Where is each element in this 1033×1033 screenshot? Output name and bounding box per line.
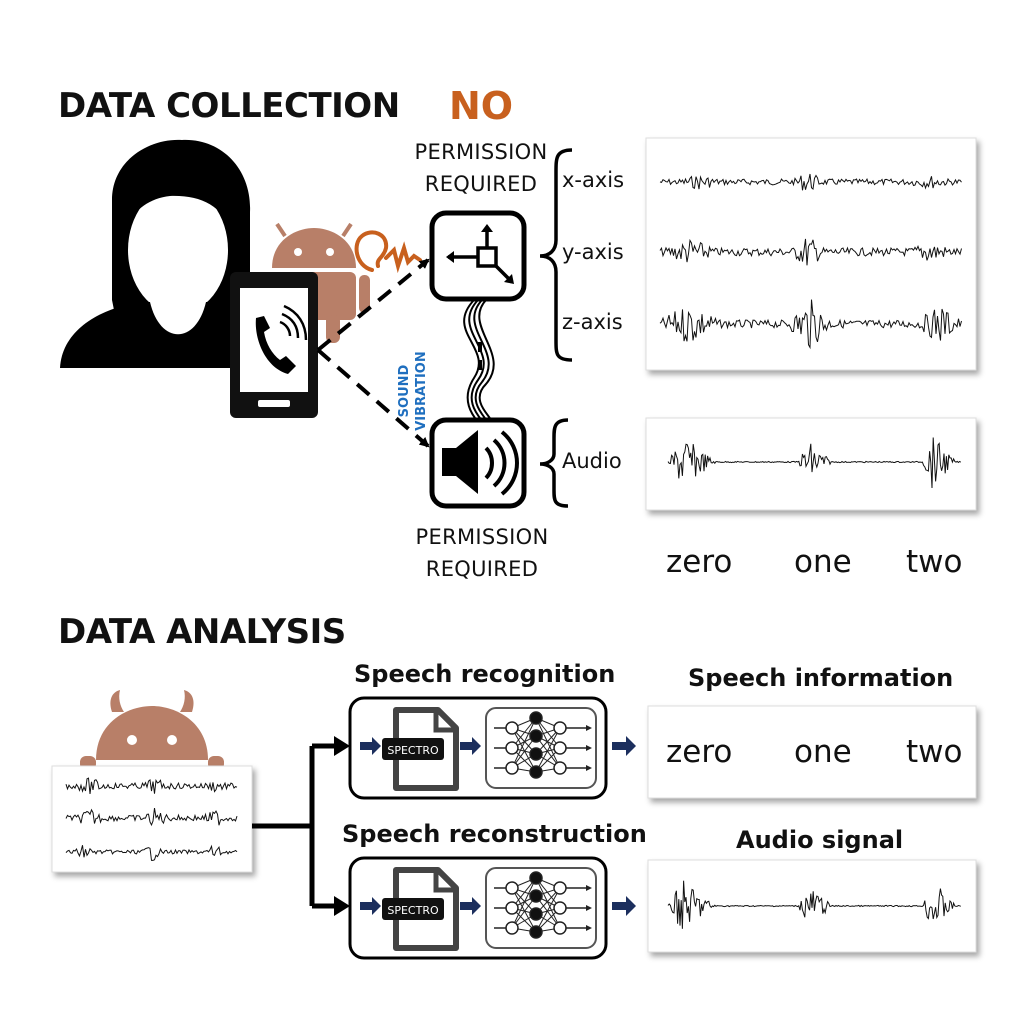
spectro-label: SPECTRO [387,904,439,917]
collected-wave-1 [65,777,238,794]
output-word-one: one [794,734,852,770]
pipeline-arrow [360,737,381,755]
bottom-permission-line-1: PERMISSION [415,525,549,549]
top-permission-line-1: PERMISSION [414,140,548,164]
collected-wave-3 [65,844,238,861]
z-axis-waveform [659,299,962,350]
top-permission-label: PERMISSION REQUIRED [410,136,552,200]
output-word-zero: zero [666,734,733,770]
collected-data-panel [51,765,253,873]
sound-vibration-line-1: SOUND [397,364,412,418]
data-collection-heading: DATA COLLECTION [58,86,400,126]
pipeline-arrow [460,897,481,915]
data-analysis-heading: DATA ANALYSIS [58,612,346,652]
audio-waveform [667,437,962,489]
x-axis-waveform [659,173,962,191]
ear-icon [354,230,422,274]
x-axis-label: x-axis [562,168,625,192]
audio-label: Audio [562,449,622,473]
arrow-head [334,896,350,916]
collected-waveforms [65,777,238,861]
audio-waveform-line [667,437,962,489]
spectro-label: SPECTRO [387,744,439,757]
pipeline-arrow [360,897,381,915]
neural-network-icon [485,707,597,789]
audio-signal-panel [645,417,977,511]
arrow-head [334,736,350,756]
z-axis-label: z-axis [562,310,623,334]
android-analysis-icon [80,690,224,770]
y-axis-waveform [659,238,962,266]
y-axis-label: y-axis [562,240,624,264]
pipeline-icons-reconstruction: SPECTRO [360,867,597,951]
bottom-permission-label: PERMISSION REQUIRED [408,521,556,585]
dashed-arrow-to-accelerometer [316,258,430,352]
audio-signal-title: Audio signal [736,826,904,854]
reconstructed-waveform-line [667,880,961,929]
speech-information-panel [647,705,977,799]
sound-vibration-wave [463,299,495,427]
arrow-to-speech-information [612,736,636,756]
sound-vibration-label: SOUND VIBRATION [396,351,430,431]
branch-arrows [252,743,336,909]
arrow-to-audio-signal [612,896,636,916]
spectrogram-file-icon: SPECTRO [382,867,459,951]
collected-wave-2 [65,808,238,827]
speech-recognition-title: Speech recognition [354,660,616,688]
pipeline-arrow [460,737,481,755]
phone-call-icon [230,272,318,418]
spectrogram-file-icon: SPECTRO [382,707,459,791]
speech-information-title: Speech information [688,664,954,692]
pipeline-icons-recognition: SPECTRO [360,707,597,791]
reconstructed-audio-waveform [667,880,961,929]
sound-vibration-line-2: VIBRATION [414,351,429,431]
top-permission-line-2: REQUIRED [424,172,538,196]
word-one: one [794,544,852,580]
audio-brace [539,418,569,508]
axes-brace [539,148,573,362]
speaker-icon [429,417,527,509]
output-word-two: two [906,734,963,770]
neural-network-icon [485,867,597,949]
accelerometer-waveforms [659,173,962,350]
speech-reconstruction-title: Speech reconstruction [342,820,647,848]
word-zero: zero [666,544,733,580]
no-label: NO [449,84,514,128]
bottom-permission-line-2: REQUIRED [425,557,539,581]
accelerometer-icon [429,210,527,302]
word-two: two [906,544,963,580]
